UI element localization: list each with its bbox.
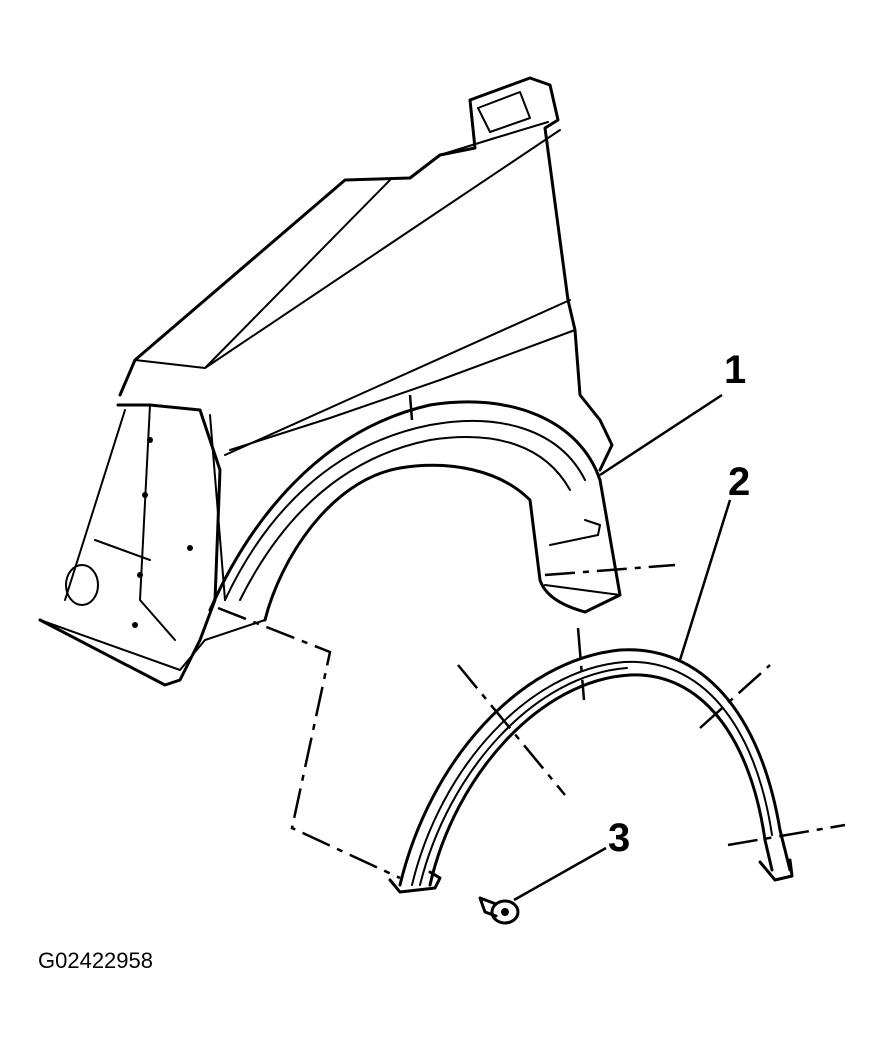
push-pin-fastener-icon bbox=[478, 896, 520, 925]
wheel-opening-molding-icon bbox=[388, 648, 794, 894]
leader-lines bbox=[513, 393, 732, 902]
figure-id-label: G02422958 bbox=[38, 948, 153, 973]
callout-2: 2 bbox=[728, 460, 751, 504]
alignment-lines bbox=[217, 394, 846, 880]
callout-3: 3 bbox=[608, 816, 631, 860]
callout-1: 1 bbox=[724, 348, 747, 392]
front-fender-icon bbox=[38, 76, 622, 687]
